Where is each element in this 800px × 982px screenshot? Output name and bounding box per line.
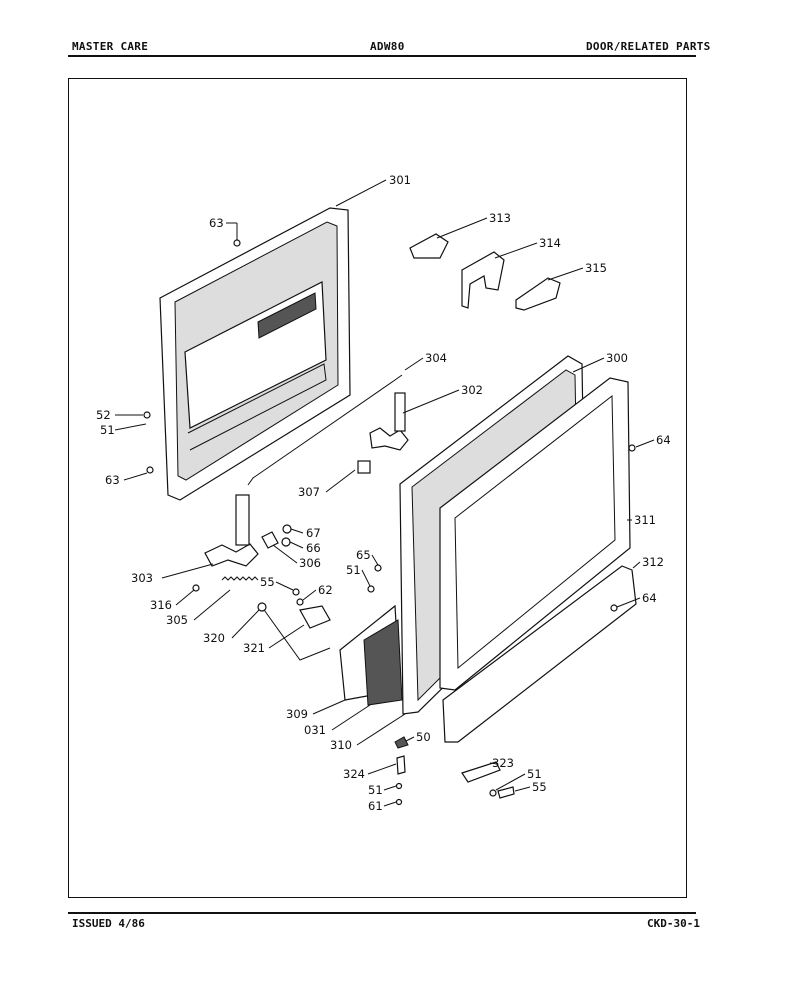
part-307 (357, 460, 371, 474)
callout-320: 320 (203, 631, 225, 645)
callout-62: 62 (318, 583, 333, 597)
callout-314: 314 (539, 236, 561, 250)
callout-67: 67 (306, 526, 321, 540)
part-61 (395, 798, 403, 806)
part-316 (192, 584, 200, 592)
callout-51-mid: 51 (346, 563, 361, 577)
part-55-mid (292, 588, 300, 596)
callout-312: 312 (642, 555, 664, 569)
door-spring (221, 576, 259, 581)
callout-50: 50 (416, 730, 431, 744)
door-rod (247, 374, 403, 486)
callout-51-left: 51 (100, 423, 115, 437)
callout-031: 031 (304, 723, 326, 737)
callout-302: 302 (461, 383, 483, 397)
screw-63-top (233, 239, 241, 247)
callout-52: 52 (96, 408, 111, 422)
footer-rule (68, 912, 696, 914)
footer-page-code: CKD-30-1 (647, 917, 700, 930)
callout-65: 65 (356, 548, 371, 562)
hinge-bracket-right (394, 392, 406, 432)
part-50 (394, 736, 409, 749)
bottom-trim (442, 565, 637, 743)
callout-55-mid: 55 (260, 575, 275, 589)
callout-316: 316 (150, 598, 172, 612)
part-66 (281, 537, 291, 547)
part-51-low (395, 782, 403, 790)
callout-309: 309 (286, 707, 308, 721)
callout-307: 307 (298, 485, 320, 499)
part-55-right (497, 786, 515, 799)
inner-door-panel (159, 207, 351, 501)
callout-310: 310 (330, 738, 352, 752)
hinge-arm-left (235, 494, 250, 546)
callout-311: 311 (634, 513, 656, 527)
callout-61: 61 (368, 799, 383, 813)
part-51-mid (367, 585, 375, 593)
part-67 (282, 524, 292, 534)
latch-strike (461, 251, 505, 309)
callout-51-low: 51 (368, 783, 383, 797)
callout-315: 315 (585, 261, 607, 275)
screw-63-left (146, 466, 154, 474)
leader-lines (114, 179, 655, 807)
callout-304: 304 (425, 351, 447, 365)
callout-303: 303 (131, 571, 153, 585)
door-hinge-right (369, 427, 409, 451)
callout-64-right: 64 (656, 433, 671, 447)
door-frame-trim (439, 377, 631, 691)
diagram-frame (68, 78, 687, 898)
screw-52 (143, 411, 151, 419)
callout-306: 306 (299, 556, 321, 570)
part-65 (374, 564, 382, 572)
latch-assembly (409, 233, 449, 259)
callout-66: 66 (306, 541, 321, 555)
screw-64-right (628, 444, 636, 452)
callout-labels: 301 63 313 314 315 304 302 300 52 51 63 … (96, 173, 671, 813)
callout-63-left: 63 (105, 473, 120, 487)
callout-324: 324 (343, 767, 365, 781)
part-324 (396, 755, 406, 775)
callout-55-right: 55 (532, 780, 547, 794)
part-323 (461, 761, 501, 783)
cable-bracket (299, 605, 331, 629)
latch-keeper (515, 277, 561, 311)
callout-305: 305 (166, 613, 188, 627)
control-panel-board (363, 619, 403, 706)
part-320 (257, 602, 267, 612)
callout-51-right: 51 (527, 767, 542, 781)
part-62 (296, 598, 304, 606)
callout-301: 301 (389, 173, 411, 187)
callout-300: 300 (606, 351, 628, 365)
callout-64-lower: 64 (642, 591, 657, 605)
screw-64-lower (610, 604, 618, 612)
door-hinge-left (204, 543, 259, 567)
part-51-right (489, 789, 497, 797)
callout-323: 323 (492, 756, 514, 770)
callout-321: 321 (243, 641, 265, 655)
header-section: DOOR/RELATED PARTS (586, 40, 711, 53)
footer-issued: ISSUED 4/86 (72, 917, 145, 930)
header-left: MASTER CARE (72, 40, 149, 53)
header-model: ADW80 (370, 40, 405, 53)
part-306 (261, 531, 279, 549)
header-rule (68, 55, 696, 57)
door-cable (261, 606, 331, 661)
callout-313: 313 (489, 211, 511, 225)
callout-63-top: 63 (209, 216, 224, 230)
